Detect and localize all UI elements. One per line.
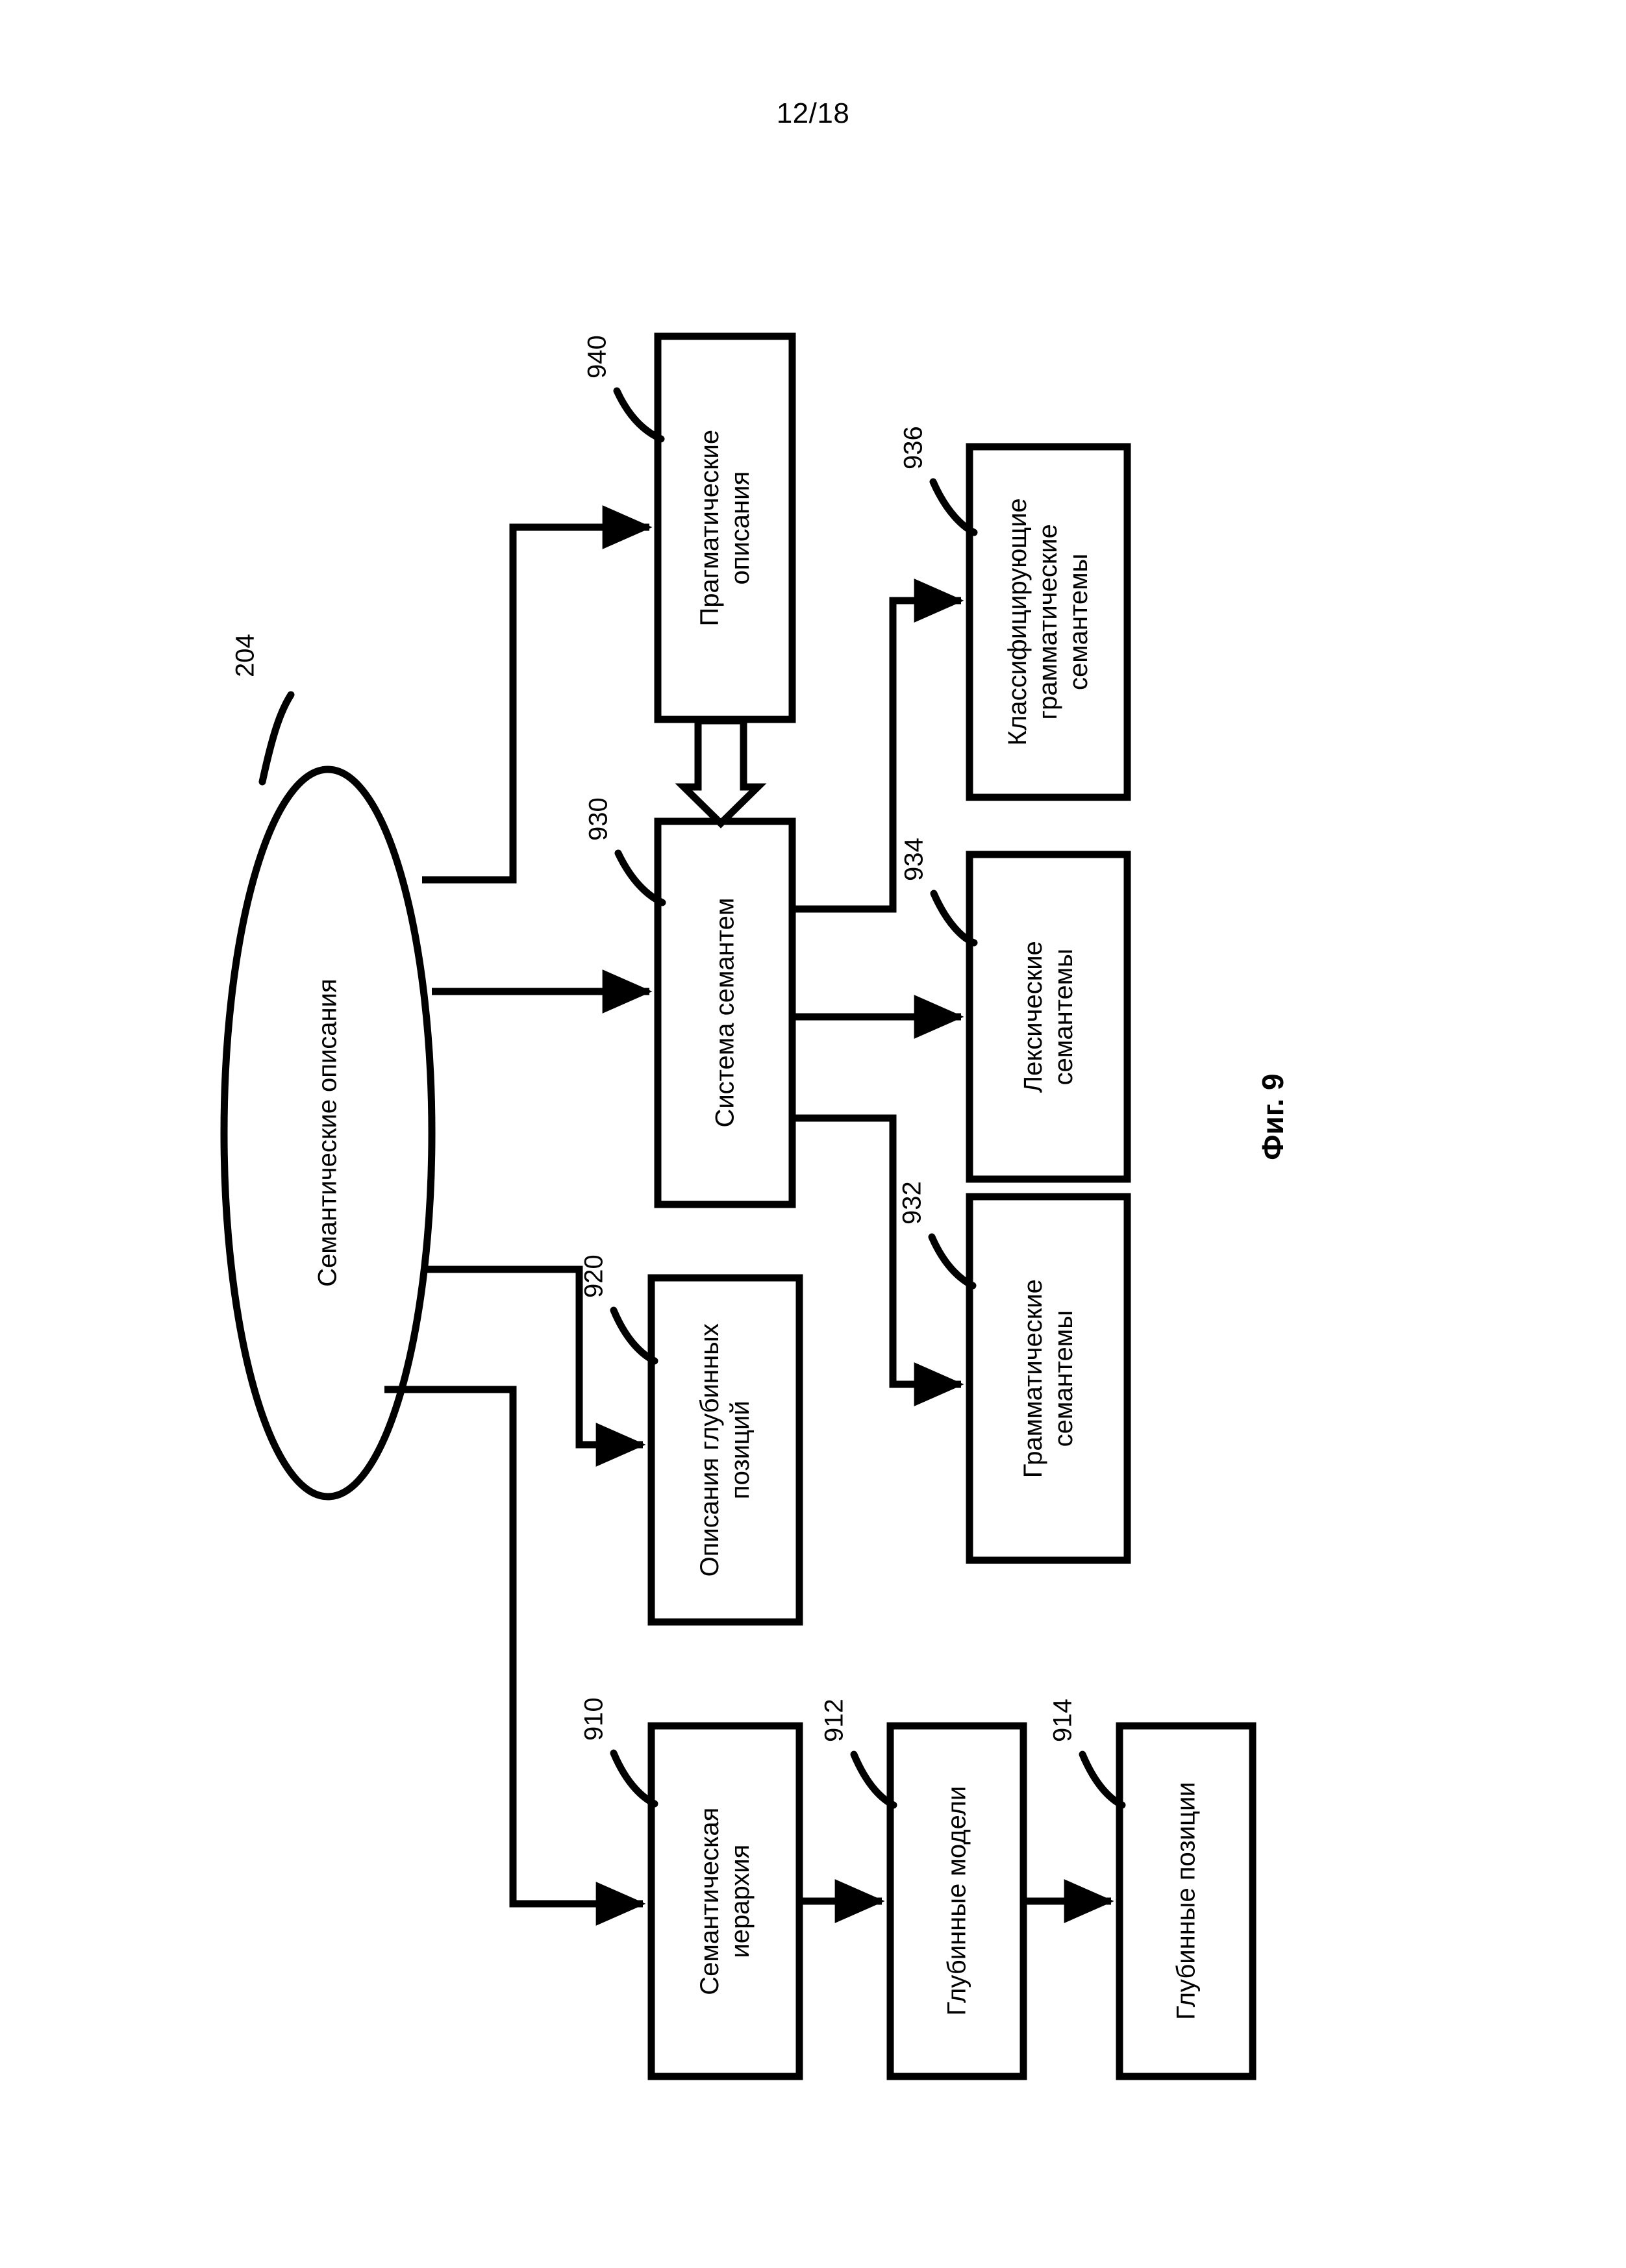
ref-920-slot: 920 — [555, 1225, 633, 1328]
edge-930-to-936 — [792, 579, 964, 913]
node-910-box — [647, 1722, 803, 2080]
node-912-label: Глубинные модели — [942, 1786, 971, 2016]
node-910-label: Семантическая иерархия — [695, 1807, 755, 1995]
figure-caption-slot: Фиг. 9 — [1227, 1026, 1318, 1208]
ref-930: 930 — [584, 797, 613, 841]
ref-204-slot: 204 — [206, 604, 284, 708]
ref-936-slot: 936 — [875, 396, 953, 500]
ref-940: 940 — [582, 335, 612, 379]
node-920-box — [647, 1274, 803, 1626]
node-932-label: Грамматические семантемы — [1018, 1278, 1078, 1478]
node-936-label-slot: Классифицирующие грамматические семантем… — [969, 447, 1127, 797]
leader-940 — [613, 387, 665, 443]
ref-930-slot: 930 — [560, 767, 638, 871]
node-910-label-slot: Семантическая иерархия — [651, 1726, 799, 2076]
node-914-label: Глубинные позиции — [1171, 1782, 1200, 2021]
node-936-label: Классифицирующие грамматические семантем… — [1003, 498, 1094, 746]
leader-934 — [930, 890, 978, 947]
ref-910: 910 — [579, 1697, 608, 1741]
node-912-box — [886, 1722, 1027, 2080]
edge-930-to-932 — [792, 1114, 964, 1406]
node-940-label-slot: Прагматические описания — [658, 336, 792, 719]
ref-934-slot: 934 — [875, 808, 953, 912]
ref-910-slot: 910 — [555, 1667, 633, 1771]
edge-204-to-920 — [422, 1265, 646, 1467]
node-930-box — [654, 817, 796, 1208]
edge-204-to-910 — [384, 1386, 646, 1926]
node-914-label-slot: Глубинные позиции — [1119, 1726, 1253, 2076]
leader-914 — [1079, 1751, 1126, 1809]
node-920-label: Описания глубинных позиций — [695, 1323, 755, 1577]
leader-930 — [614, 849, 666, 906]
ref-934: 934 — [899, 838, 929, 882]
ref-912: 912 — [819, 1699, 849, 1743]
figure-caption: Фиг. 9 — [1255, 1073, 1290, 1160]
ref-204: 204 — [231, 634, 260, 678]
leader-910 — [610, 1749, 658, 1808]
ref-914: 914 — [1048, 1699, 1077, 1743]
node-914-box — [1116, 1722, 1257, 2080]
node-920-label-slot: Описания глубинных позиций — [651, 1278, 799, 1622]
node-932-label-slot: Грамматические семантемы — [969, 1197, 1127, 1560]
ref-936: 936 — [899, 426, 928, 470]
leader-936 — [929, 478, 978, 536]
node-930-label: Система семантем — [710, 898, 739, 1128]
node-204-label: Семантические описания — [313, 978, 342, 1288]
ref-914-slot: 914 — [1024, 1669, 1102, 1773]
leader-920 — [610, 1306, 658, 1365]
leader-912 — [850, 1751, 897, 1809]
node-934-label: Лексические семантемы — [1018, 941, 1078, 1093]
node-936-box — [966, 443, 1131, 801]
ref-940-slot: 940 — [558, 305, 636, 409]
sheet-number: 12/18 — [776, 97, 850, 129]
node-204-ellipse — [220, 766, 436, 1501]
ref-932: 932 — [897, 1181, 927, 1225]
ref-920: 920 — [579, 1254, 608, 1299]
leader-204 — [258, 691, 295, 786]
edge-204-to-940 — [422, 505, 653, 884]
node-934-label-slot: Лексические семантемы — [969, 854, 1127, 1179]
node-940-label: Прагматические описания — [695, 429, 755, 627]
edge-940-to-930-hollow — [675, 717, 767, 829]
node-932-box — [966, 1193, 1131, 1564]
node-930-label-slot: Система семантем — [658, 821, 792, 1204]
leader-932 — [928, 1233, 977, 1290]
node-934-box — [966, 851, 1131, 1183]
ref-912-slot: 912 — [795, 1669, 873, 1773]
node-204-label-slot: Семантические описания — [276, 808, 380, 1458]
node-912-label-slot: Глубинные модели — [890, 1726, 1023, 2076]
ref-932-slot: 932 — [873, 1151, 951, 1255]
